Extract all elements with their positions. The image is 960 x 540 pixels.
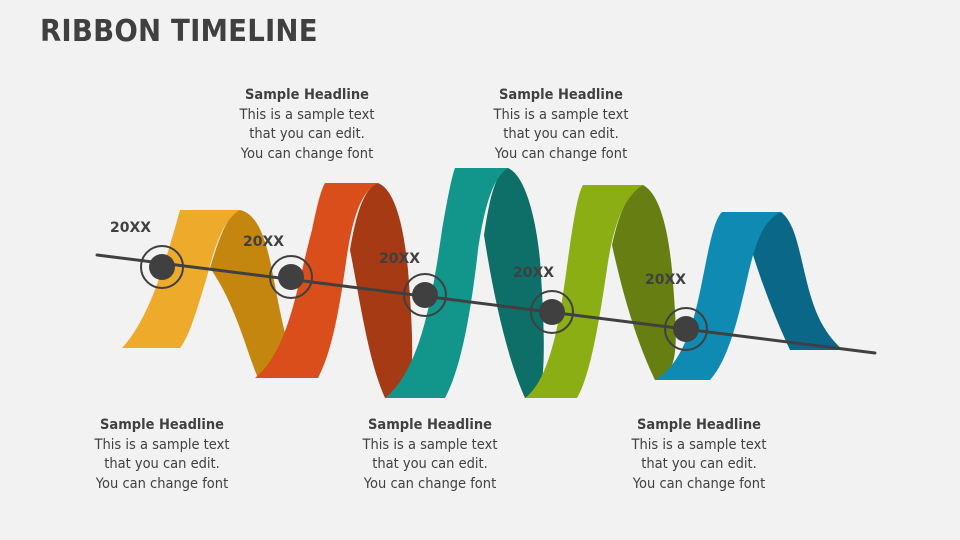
text-block-bottom-3: Sample Headline This is a sample text th… — [599, 416, 799, 494]
body-line: You can change font — [95, 475, 229, 492]
body-line: This is a sample text — [631, 436, 767, 453]
timeline-line — [95, 253, 877, 355]
ribbon-1-front — [122, 210, 240, 348]
ribbon-segment-1 — [122, 210, 300, 378]
headline: Sample Headline — [636, 417, 762, 433]
body-line: that you can edit. — [503, 126, 619, 142]
body-line: You can change font — [494, 145, 628, 162]
body-line: You can change font — [632, 475, 766, 492]
body-line: You can change font — [363, 475, 497, 492]
page-title: RIBBON TIMELINE — [40, 14, 318, 49]
body-line: This is a sample text — [94, 436, 230, 453]
text-block-bottom-2: Sample Headline This is a sample text th… — [330, 416, 530, 494]
ribbon-segment-5 — [655, 212, 843, 380]
milestone-marker-4 — [530, 290, 574, 334]
ribbon-segment-4 — [525, 185, 676, 398]
milestone-marker-3 — [403, 273, 447, 317]
headline: Sample Headline — [498, 87, 624, 103]
headline: Sample Headline — [99, 417, 225, 433]
ribbon-2-front — [255, 183, 378, 378]
body-line: that you can edit. — [104, 456, 220, 472]
body-line: that you can edit. — [372, 456, 488, 472]
ribbon-segment-3 — [385, 168, 544, 398]
body-line: that you can edit. — [641, 456, 757, 472]
headline: Sample Headline — [244, 87, 370, 103]
body-line: This is a sample text — [493, 106, 629, 123]
ribbon-4-back — [612, 185, 676, 380]
milestone-marker-5 — [664, 307, 708, 351]
ribbon-5-back — [750, 212, 843, 350]
milestone-year-3: 20XX — [379, 251, 421, 267]
ribbon-3-back — [484, 168, 544, 398]
headline: Sample Headline — [367, 417, 493, 433]
body-line: You can change font — [240, 145, 374, 162]
milestone-year-5: 20XX — [645, 272, 687, 288]
ribbon-3-front — [385, 168, 508, 398]
body-line: This is a sample text — [239, 106, 375, 123]
milestone-marker-2 — [269, 255, 313, 299]
milestone-marker-1 — [140, 245, 184, 289]
ribbon-4-front — [525, 185, 643, 398]
text-block-top-1: Sample Headline This is a sample text th… — [207, 86, 407, 164]
ribbon-5-front — [655, 212, 781, 380]
milestone-year-4: 20XX — [513, 265, 555, 281]
milestone-year-2: 20XX — [243, 234, 285, 250]
milestone-year-1: 20XX — [110, 220, 152, 236]
body-line: that you can edit. — [249, 126, 365, 142]
body-line: This is a sample text — [362, 436, 498, 453]
text-block-top-2: Sample Headline This is a sample text th… — [461, 86, 661, 164]
ribbon-1-back — [210, 210, 300, 378]
text-block-bottom-1: Sample Headline This is a sample text th… — [62, 416, 262, 494]
